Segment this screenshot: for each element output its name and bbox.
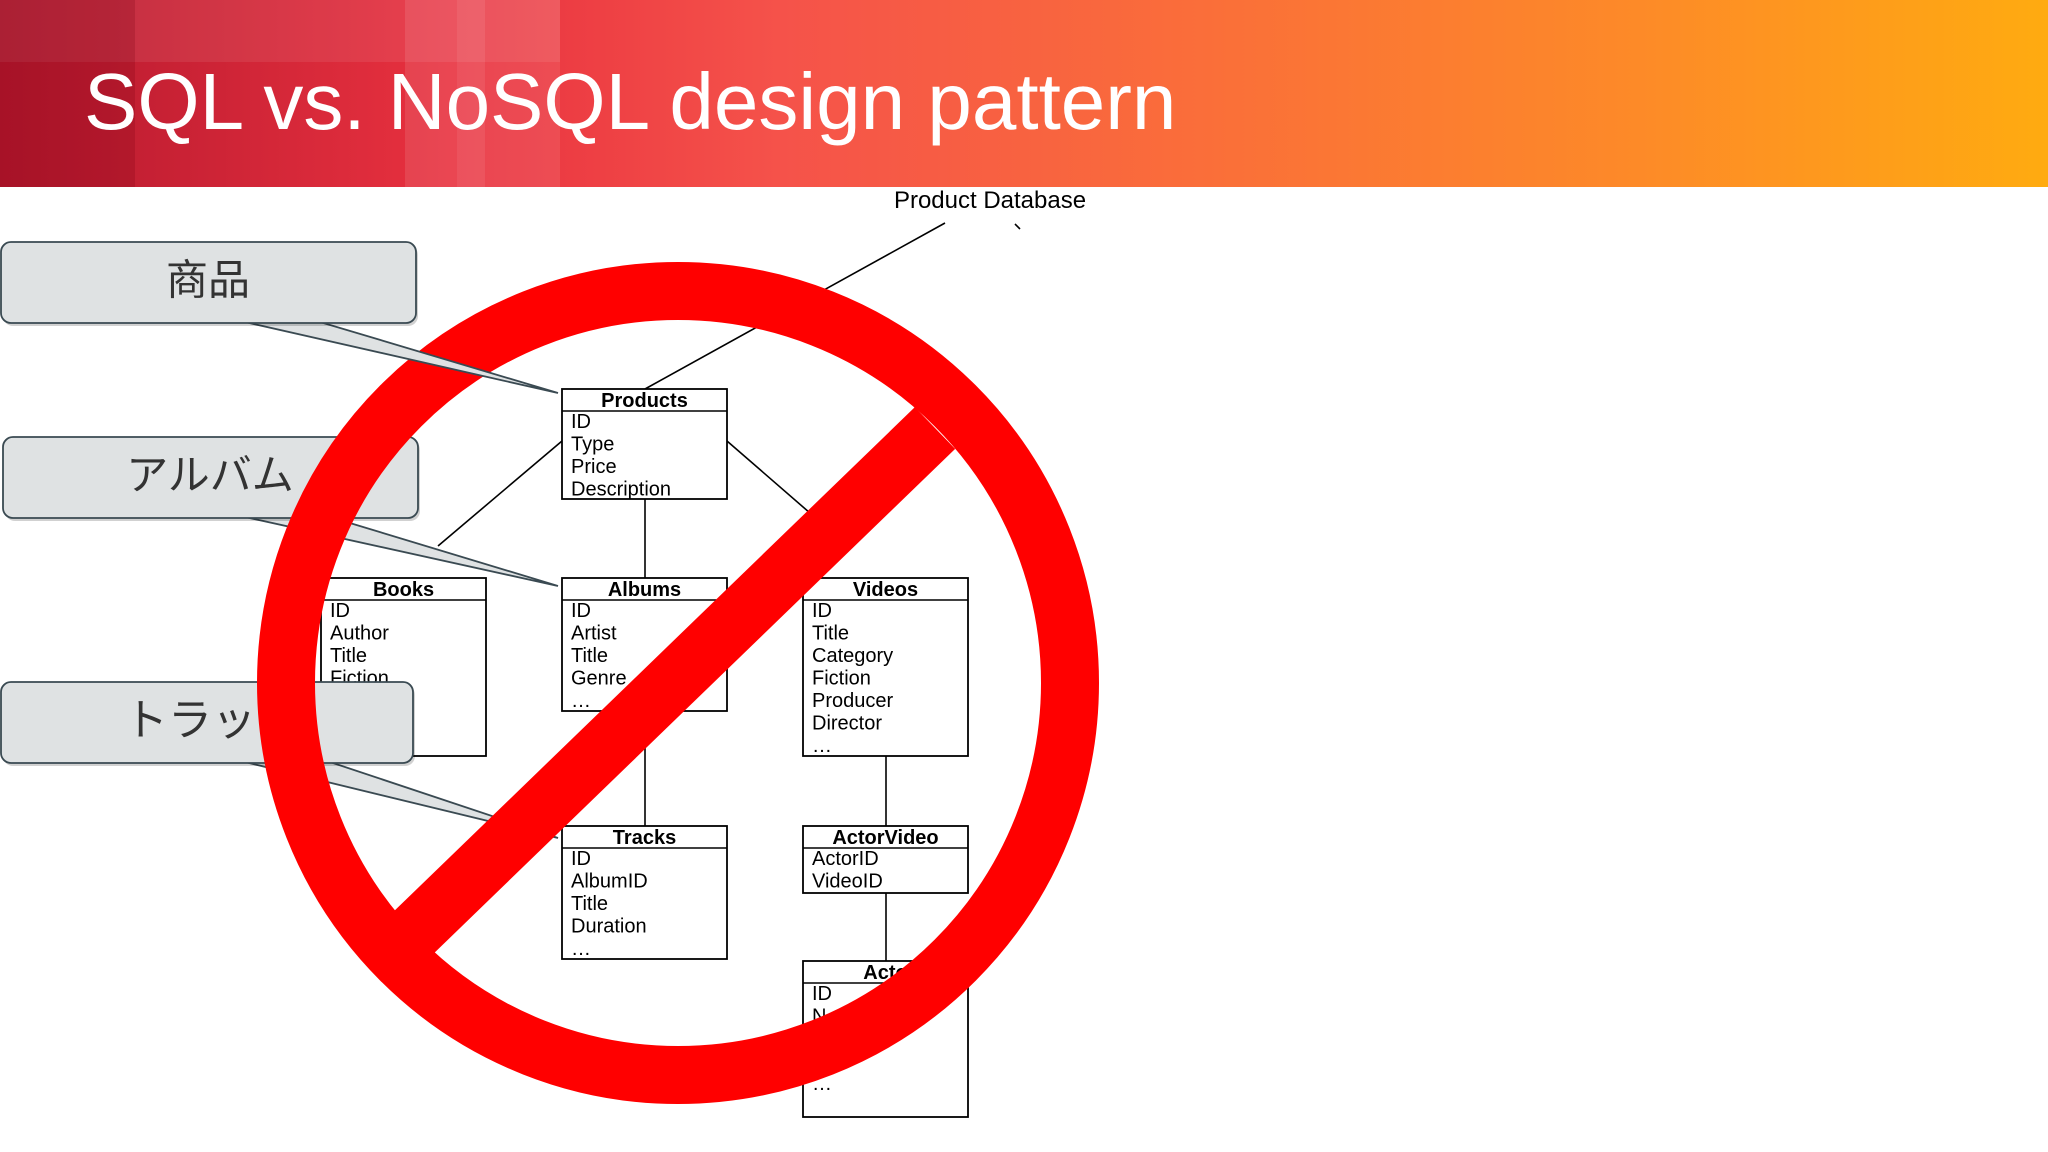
prohibition-sign [257,262,1099,1104]
table-field: VideoID [812,871,883,893]
prohibition-bar [388,407,956,958]
table-box [802,577,969,757]
table-header: ActorVideo [832,827,938,849]
table-header: Videos [853,579,918,601]
table-header: Books [373,579,434,601]
table-field: Type [571,434,614,456]
callouts-overlay: 商品 [0,241,559,394]
table-header: Albums [608,579,681,601]
table-field: ActorID [812,848,879,870]
banner-stripe [405,0,457,187]
table-box [561,388,728,500]
table-field: Price [571,456,617,478]
table-field: Fiction [812,668,871,690]
table-field: ID [571,600,591,622]
callout-box [0,241,417,324]
table-field: Duration [571,916,647,938]
table-header: Products [601,390,688,412]
table-field: AlbumID [571,871,648,893]
table-field: Producer [812,690,893,712]
table-field: … [812,735,832,757]
prohibition-ring [257,262,1099,1104]
table-field: Title [571,645,608,667]
table-field: Description [571,479,671,501]
banner-stripe [485,0,560,187]
table-field: … [571,690,591,712]
table-header: Tracks [613,827,676,849]
table-box [802,825,969,894]
table-field: Genre [571,668,627,690]
slide-title: SQL vs. NoSQL design pattern [84,57,1177,146]
schema-diagram: Product Database ProductsIDTypePriceDesc… [0,187,1099,1118]
table-field: Director [812,713,882,735]
callout-text: アルバム [126,451,294,500]
title-banner: SQL vs. NoSQL design pattern [0,0,2048,187]
table-field: ID [330,600,350,622]
table-field: ID [571,848,591,870]
callout-text: 商品 [166,256,250,305]
table-field: ID [812,600,832,622]
table-tracks: TracksIDAlbumIDTitleDuration… [561,825,728,960]
table-field: Category [812,645,893,667]
table-field: Author [330,623,389,645]
table-field: Artist [571,623,617,645]
banner-stripe [0,0,135,187]
callout-products: 商品 [0,241,559,394]
table-field: Title [571,893,608,915]
table-field: Title [330,645,367,667]
banner-highlight-band [0,0,560,62]
root-tick-line [1014,223,1021,230]
table-field: ID [571,411,591,433]
table-videos: VideosIDTitleCategoryFictionProducerDire… [802,577,969,757]
products-books-line [437,440,563,547]
table-field: ID [812,983,832,1005]
table-field: … [571,938,591,960]
root-label: Product Database [894,187,1086,214]
banner-stripe [457,0,485,187]
tables: ProductsIDTypePriceDescriptionBooksIDAut… [320,388,969,1118]
table-field: Title [812,623,849,645]
callout-text: トラッ [124,695,256,746]
